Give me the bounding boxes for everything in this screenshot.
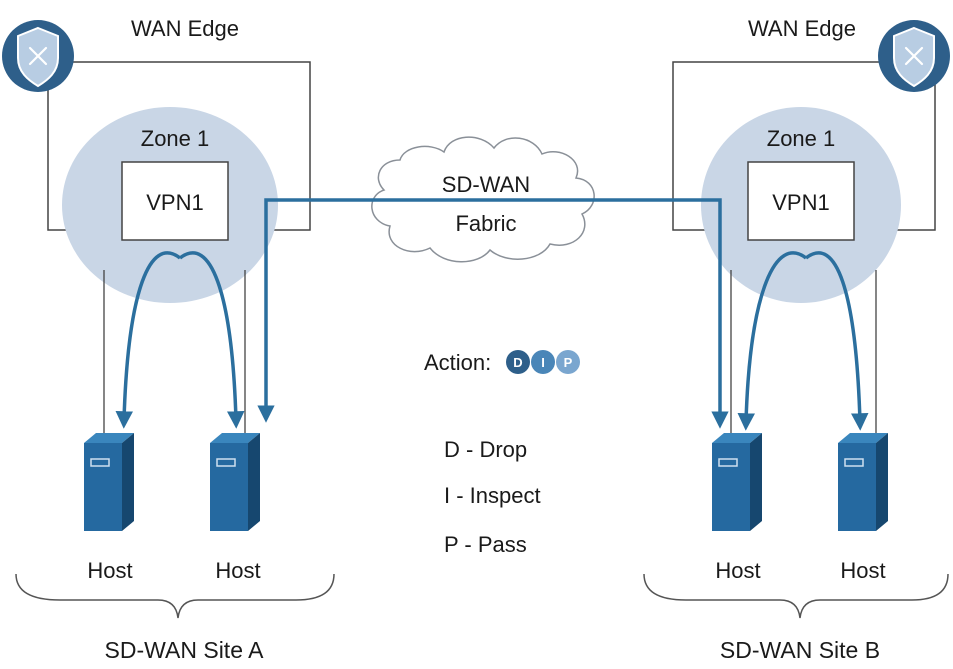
pass-badge-letter: P xyxy=(564,355,573,370)
site-b-vpn-label: VPN1 xyxy=(772,190,829,215)
inter-site-traffic-arrow xyxy=(257,198,729,429)
site-b-intra-zone-arrow-right xyxy=(804,251,869,431)
site-a: WAN Edge Zone 1 VPN1 Host Host SD-WAN Si… xyxy=(2,16,335,663)
site-a-intra-zone-arrow-left xyxy=(115,251,182,429)
site-a-vpn-box xyxy=(121,161,229,241)
site-b-host-1-icon xyxy=(711,432,763,532)
router-shield-icon xyxy=(2,20,74,92)
legend-inspect: I - Inspect xyxy=(444,483,541,508)
router-shield-icon xyxy=(878,20,950,92)
site-a-host-1-icon xyxy=(83,432,135,532)
site-a-brace xyxy=(15,573,335,619)
site-a-wan-edge-label: WAN Edge xyxy=(131,16,239,41)
drop-badge-icon xyxy=(506,350,530,374)
inspect-badge-letter: I xyxy=(541,355,545,370)
pass-badge-icon xyxy=(556,350,580,374)
site-a-host-2-label: Host xyxy=(215,558,260,583)
site-a-vpn-label: VPN1 xyxy=(146,190,203,215)
fabric-line2-label: Fabric xyxy=(455,211,516,236)
action-label: Action: xyxy=(424,350,491,375)
legend-pass: P - Pass xyxy=(444,532,527,557)
site-a-host-1-label: Host xyxy=(87,558,132,583)
site-b-host-2-icon xyxy=(837,432,889,532)
site-b-zone-label: Zone 1 xyxy=(767,126,836,151)
site-b-wan-edge-label: WAN Edge xyxy=(748,16,856,41)
site-a-label: SD-WAN Site A xyxy=(105,637,265,663)
site-b-brace xyxy=(643,573,949,619)
site-b-vpn-box xyxy=(747,161,855,241)
fabric-line1-label: SD-WAN xyxy=(442,172,530,197)
legend-drop: D - Drop xyxy=(444,437,527,462)
site-a-zone-label: Zone 1 xyxy=(141,126,210,151)
site-b-host-1-label: Host xyxy=(715,558,760,583)
inspect-badge-icon xyxy=(531,350,555,374)
site-a-intra-zone-arrow-right xyxy=(178,251,245,429)
drop-badge-letter: D xyxy=(513,355,522,370)
site-b: WAN Edge Zone 1 VPN1 Host Host SD-WAN Si… xyxy=(643,16,950,663)
action-legend: Action: D I P D - Drop I - Inspect P - P… xyxy=(424,350,580,557)
site-b-intra-zone-arrow-left xyxy=(737,251,808,431)
site-b-host-2-label: Host xyxy=(840,558,885,583)
site-b-label: SD-WAN Site B xyxy=(720,637,880,663)
site-a-host-2-icon xyxy=(209,432,261,532)
